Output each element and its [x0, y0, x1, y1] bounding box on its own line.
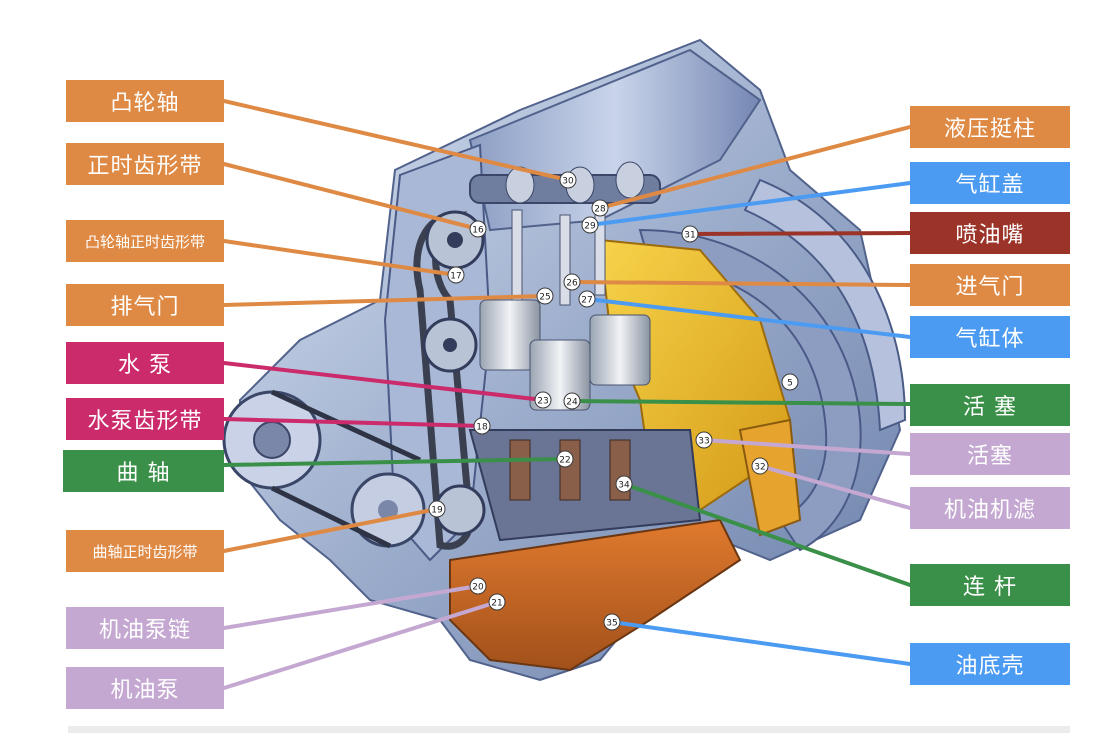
- leader-line-3: [222, 294, 547, 307]
- label-piston: 活塞: [910, 433, 1070, 475]
- part-number-text: 17: [450, 272, 461, 282]
- label-water-pump: 水 泵: [66, 342, 224, 384]
- part-marker-19: 19: [428, 500, 446, 518]
- leader-line-10: [598, 125, 912, 210]
- leader-line-12: [688, 231, 912, 236]
- leader-line-4: [222, 361, 545, 402]
- label-crank-timing-belt: 曲轴正时齿形带: [66, 530, 224, 572]
- part-number-text: 24: [566, 398, 578, 408]
- part-number-text: 5: [787, 379, 793, 389]
- label-connecting-rod: 连 杆: [910, 564, 1070, 606]
- part-marker-17: 17: [447, 266, 465, 284]
- part-marker-35: 35: [603, 613, 621, 631]
- leader-line-7: [222, 507, 439, 553]
- part-marker-23: 23: [534, 391, 552, 409]
- part-number-text: 32: [754, 463, 765, 473]
- leader-line-15: [570, 399, 912, 406]
- leader-lines: [222, 99, 912, 690]
- leader-line-14: [585, 297, 912, 339]
- part-marker-28: 28: [591, 199, 609, 217]
- part-number-text: 21: [491, 599, 502, 609]
- part-number-text: 27: [581, 296, 592, 306]
- label-cam-timing-belt: 凸轮轴正时齿形带: [66, 220, 224, 262]
- label-oil-filter: 机油机滤: [910, 487, 1070, 529]
- label-cylinder-block: 气缸体: [910, 316, 1070, 358]
- label-camshaft: 凸轮轴: [66, 80, 224, 122]
- part-marker-24: 24: [563, 392, 581, 410]
- leader-line-13: [570, 280, 912, 287]
- leader-line-9: [222, 600, 499, 690]
- part-number-text: 18: [476, 423, 488, 433]
- part-number-text: 26: [566, 279, 578, 289]
- label-oil-pump: 机油泵: [66, 667, 224, 709]
- label-hydraulic-tappet: 液压挺柱: [910, 106, 1070, 148]
- label-intake-valve: 进气门: [910, 264, 1070, 306]
- leader-line-11: [588, 181, 912, 227]
- label-oil-pump-chain: 机油泵链: [66, 607, 224, 649]
- part-number-text: 19: [431, 506, 443, 516]
- part-marker-25: 25: [536, 287, 554, 305]
- leader-line-0: [222, 99, 570, 182]
- leader-line-5: [222, 417, 484, 428]
- part-number-text: 23: [537, 397, 548, 407]
- part-marker-34: 34: [615, 475, 633, 493]
- leader-line-18: [622, 482, 912, 587]
- label-oil-pan: 油底壳: [910, 643, 1070, 685]
- label-crankshaft: 曲 轴: [63, 450, 224, 492]
- part-number-text: 34: [618, 481, 630, 491]
- label-injector: 喷油嘴: [910, 212, 1070, 254]
- part-number-text: 30: [562, 177, 574, 187]
- leader-line-17: [758, 464, 912, 510]
- part-number-text: 25: [539, 293, 550, 303]
- part-marker-31: 31: [681, 225, 699, 243]
- part-number-text: 20: [472, 583, 484, 593]
- part-marker-26: 26: [563, 273, 581, 291]
- leader-line-8: [222, 584, 480, 630]
- leader-line-16: [702, 438, 912, 456]
- part-marker-5: 5: [781, 373, 799, 391]
- part-number-text: 31: [684, 231, 695, 241]
- bottom-divider: [68, 726, 1070, 733]
- label-cylinder-head: 气缸盖: [910, 162, 1070, 204]
- part-marker-20: 20: [469, 577, 487, 595]
- leader-line-1: [222, 162, 480, 231]
- part-number-text: 35: [606, 619, 617, 629]
- leader-line-2: [222, 239, 458, 277]
- part-marker-22: 22: [556, 450, 574, 468]
- leader-line-19: [610, 620, 912, 666]
- part-marker-21: 21: [488, 593, 506, 611]
- part-number-text: 22: [559, 456, 570, 466]
- part-marker-33: 33: [695, 431, 713, 449]
- part-number-text: 33: [698, 437, 709, 447]
- part-marker-16: 16: [469, 220, 487, 238]
- label-water-pump-belt: 水泵齿形带: [66, 398, 224, 440]
- crankshaft-shape: [468, 429, 702, 542]
- part-number-text: 28: [594, 205, 606, 215]
- part-marker-30: 30: [559, 171, 577, 189]
- part-number-text: 16: [472, 226, 484, 236]
- engine-body: [222, 38, 907, 682]
- label-timing-belt: 正时齿形带: [66, 143, 224, 185]
- part-marker-27: 27: [578, 290, 596, 308]
- part-number-text: 29: [584, 222, 596, 232]
- part-marker-32: 32: [751, 457, 769, 475]
- part-marker-29: 29: [581, 216, 599, 234]
- label-piston-ring: 活 塞: [910, 384, 1070, 426]
- leader-line-6: [222, 457, 567, 467]
- label-exhaust-valve: 排气门: [66, 284, 224, 326]
- part-marker-18: 18: [473, 417, 491, 435]
